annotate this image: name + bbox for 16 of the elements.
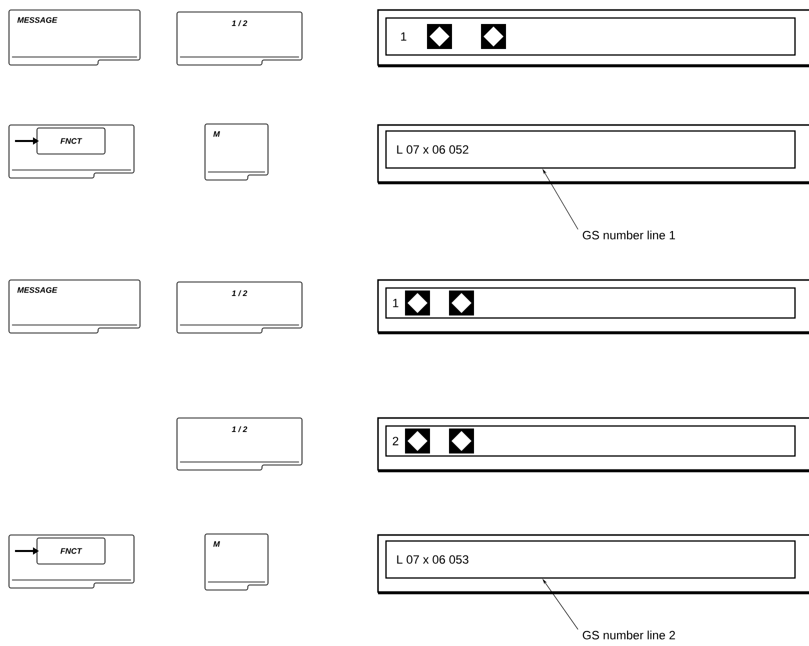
key-button: MESSAGE <box>8 10 140 66</box>
key-button: M <box>204 124 268 180</box>
key-button: FNCT <box>8 534 134 588</box>
display-panel: L 07 x 06 052 <box>377 124 809 184</box>
key-button: FNCT <box>8 124 134 178</box>
callout-label: GS number line 2 <box>582 630 675 640</box>
key-button: MESSAGE <box>8 280 140 334</box>
key-button: M <box>204 534 268 590</box>
display-panel: L 07 x 06 053 <box>377 534 809 594</box>
display-panel: 1 <box>377 279 809 334</box>
display-panel: 2 <box>377 417 809 472</box>
key-button: 1 / 2 <box>176 12 302 66</box>
display-panel: 1 <box>377 9 809 68</box>
key-button: 1 / 2 <box>176 282 302 334</box>
key-button: 1 / 2 <box>176 418 302 470</box>
callout-label: GS number line 1 <box>582 230 675 240</box>
